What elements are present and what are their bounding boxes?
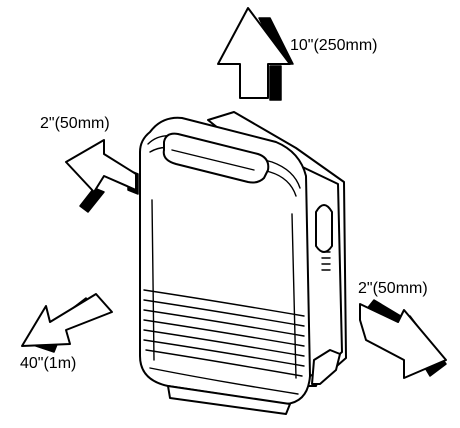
top-clearance-label: 10"(250mm) xyxy=(290,37,378,54)
left-clearance-label: 2"(50mm) xyxy=(40,115,110,132)
right-arrow-icon xyxy=(359,299,447,379)
right-clearance-label: 2"(50mm) xyxy=(358,280,428,297)
front-arrow-icon xyxy=(21,293,113,353)
left-arrow-icon xyxy=(65,139,139,213)
front-clearance-label: 40"(1m) xyxy=(20,355,77,372)
top-arrow-icon xyxy=(217,7,294,101)
dehumidifier-unit xyxy=(139,111,347,415)
